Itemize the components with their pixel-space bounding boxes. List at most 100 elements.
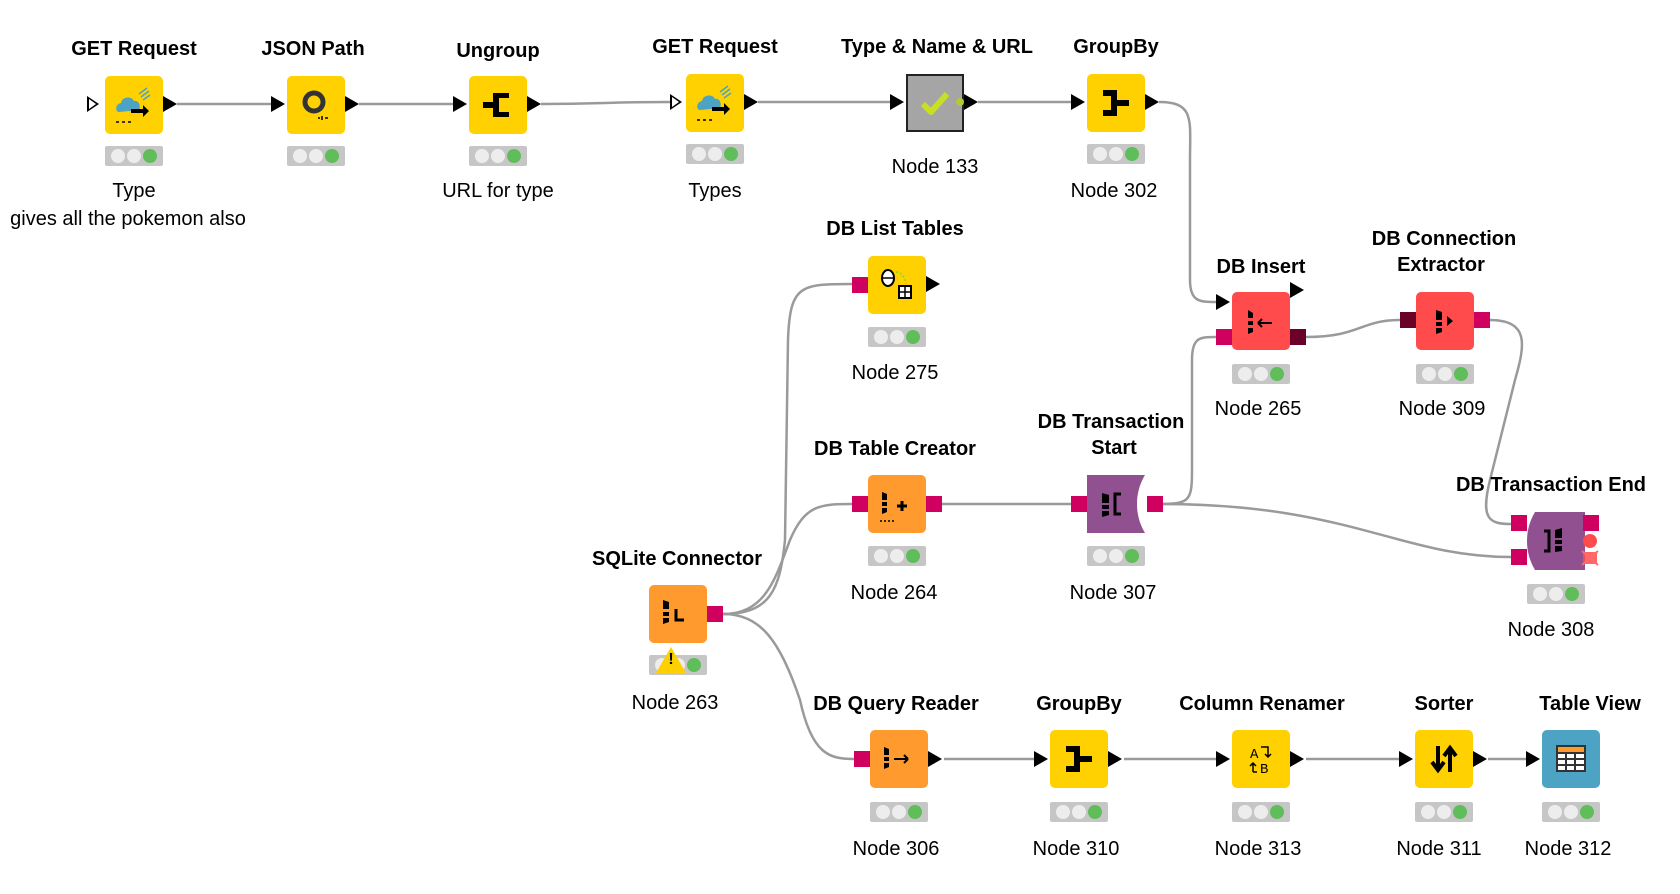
node-label[interactable]: Node 275 — [851, 362, 939, 384]
input-port-db[interactable] — [1511, 515, 1527, 531]
input-port-db[interactable] — [1071, 496, 1087, 512]
node-table-view[interactable] — [1526, 730, 1600, 788]
node-body[interactable] — [868, 256, 926, 314]
metanode-type-name-url[interactable] — [890, 74, 978, 132]
output-port-table[interactable] — [1108, 751, 1122, 767]
input-port-variable[interactable] — [87, 96, 99, 112]
node-db-connection-extractor[interactable] — [1400, 292, 1490, 350]
node-title: GroupBy — [1073, 36, 1159, 58]
node-body[interactable] — [1415, 730, 1473, 788]
node-label[interactable]: Node 307 — [1069, 582, 1157, 604]
node-label[interactable]: Node 311 — [1396, 838, 1482, 860]
input-port-variable[interactable] — [670, 94, 682, 110]
output-port-table[interactable] — [964, 94, 978, 110]
node-groupby-310[interactable] — [1034, 730, 1122, 788]
node-get-request-types[interactable] — [670, 74, 758, 132]
output-port-db-data[interactable] — [1290, 329, 1306, 345]
connection[interactable] — [1305, 318, 1401, 339]
output-port-table[interactable] — [926, 276, 940, 292]
node-db-transaction-start[interactable] — [1071, 475, 1163, 533]
connection[interactable] — [1158, 100, 1217, 304]
node-groupby-302[interactable] — [1071, 74, 1159, 132]
input-port-db[interactable] — [854, 751, 870, 767]
connection[interactable] — [1160, 502, 1512, 559]
node-label[interactable]: Types — [688, 180, 742, 202]
input-port-table[interactable] — [1216, 294, 1230, 310]
inactive-output-ports[interactable] — [1581, 534, 1601, 568]
input-port-db[interactable] — [1511, 549, 1527, 565]
warning-icon[interactable] — [656, 647, 686, 673]
output-port-db[interactable] — [1583, 515, 1599, 531]
node-body[interactable] — [1416, 292, 1474, 350]
input-port-table[interactable] — [1399, 751, 1413, 767]
input-port-table[interactable] — [1216, 751, 1230, 767]
cloud-request-icon — [116, 87, 151, 123]
input-port-table[interactable] — [453, 96, 467, 112]
output-port-db[interactable] — [1474, 312, 1490, 328]
node-column-renamer[interactable]: A B — [1216, 730, 1304, 788]
node-title: DB Transaction — [1037, 411, 1185, 433]
node-sorter[interactable] — [1399, 730, 1487, 788]
node-db-table-creator[interactable] — [852, 475, 942, 533]
node-label[interactable]: Node 133 — [891, 156, 979, 178]
status-traffic-light — [1232, 364, 1290, 384]
node-label[interactable]: Node 308 — [1507, 619, 1595, 641]
output-port-table[interactable] — [163, 96, 177, 112]
input-port-db[interactable] — [852, 496, 868, 512]
warning-mark: ! — [668, 651, 674, 668]
output-port-table[interactable] — [1290, 282, 1304, 298]
node-db-list-tables[interactable] — [852, 256, 940, 314]
node-label-line2[interactable]: gives all the pokemon also — [10, 208, 246, 230]
node-label[interactable]: Node 264 — [850, 582, 938, 604]
node-db-query-reader[interactable] — [854, 730, 942, 788]
output-port-table[interactable] — [1145, 94, 1159, 110]
node-label[interactable]: Node 302 — [1070, 180, 1158, 202]
node-json-path[interactable] — [271, 76, 359, 134]
node-label[interactable]: Node 265 — [1214, 398, 1302, 420]
input-port-db[interactable] — [1216, 329, 1232, 345]
node-body[interactable] — [649, 585, 707, 643]
db-table-creator-icon — [880, 492, 907, 522]
cloud-request-icon — [697, 85, 732, 121]
input-port-table[interactable] — [1034, 751, 1048, 767]
input-port-db-data[interactable] — [1400, 312, 1416, 328]
node-label[interactable]: Node 309 — [1398, 398, 1486, 420]
output-port-table[interactable] — [744, 94, 758, 110]
input-port-table[interactable] — [1526, 751, 1540, 767]
node-db-transaction-end[interactable] — [1511, 512, 1599, 570]
input-port-table[interactable] — [271, 96, 285, 112]
output-port-table[interactable] — [1473, 751, 1487, 767]
node-label[interactable]: Node 310 — [1032, 838, 1120, 860]
output-port-db[interactable] — [926, 496, 942, 512]
column-renamer-icon: A B — [1249, 746, 1272, 778]
node-sqlite-connector[interactable] — [649, 585, 723, 643]
output-port-table[interactable] — [1290, 751, 1304, 767]
node-title: Sorter — [1414, 693, 1474, 715]
output-port-table[interactable] — [928, 751, 942, 767]
metanode-check-icon — [920, 92, 964, 115]
node-label[interactable]: Node 263 — [631, 692, 719, 714]
input-port-db[interactable] — [852, 277, 868, 293]
node-body[interactable] — [1232, 730, 1290, 788]
node-label[interactable]: Node 313 — [1214, 838, 1302, 860]
output-port-db[interactable] — [707, 606, 723, 622]
node-ungroup[interactable] — [453, 76, 541, 134]
node-label[interactable]: Type — [112, 180, 156, 202]
status-traffic-light — [1050, 802, 1108, 822]
node-body[interactable] — [868, 475, 926, 533]
output-port-table[interactable] — [345, 96, 359, 112]
node-title: Ungroup — [456, 40, 540, 62]
connection[interactable] — [540, 100, 671, 106]
output-port-table[interactable] — [527, 96, 541, 112]
node-label[interactable]: Node 306 — [852, 838, 940, 860]
input-port-table[interactable] — [1071, 94, 1085, 110]
node-db-insert[interactable] — [1216, 282, 1306, 350]
node-get-request-type[interactable] — [87, 76, 177, 134]
node-label[interactable]: Node 312 — [1524, 838, 1612, 860]
input-port-table[interactable] — [890, 94, 904, 110]
connection[interactable] — [722, 612, 855, 761]
output-port-db[interactable] — [1147, 496, 1163, 512]
status-traffic-light — [870, 802, 928, 822]
node-label[interactable]: URL for type — [442, 180, 554, 202]
